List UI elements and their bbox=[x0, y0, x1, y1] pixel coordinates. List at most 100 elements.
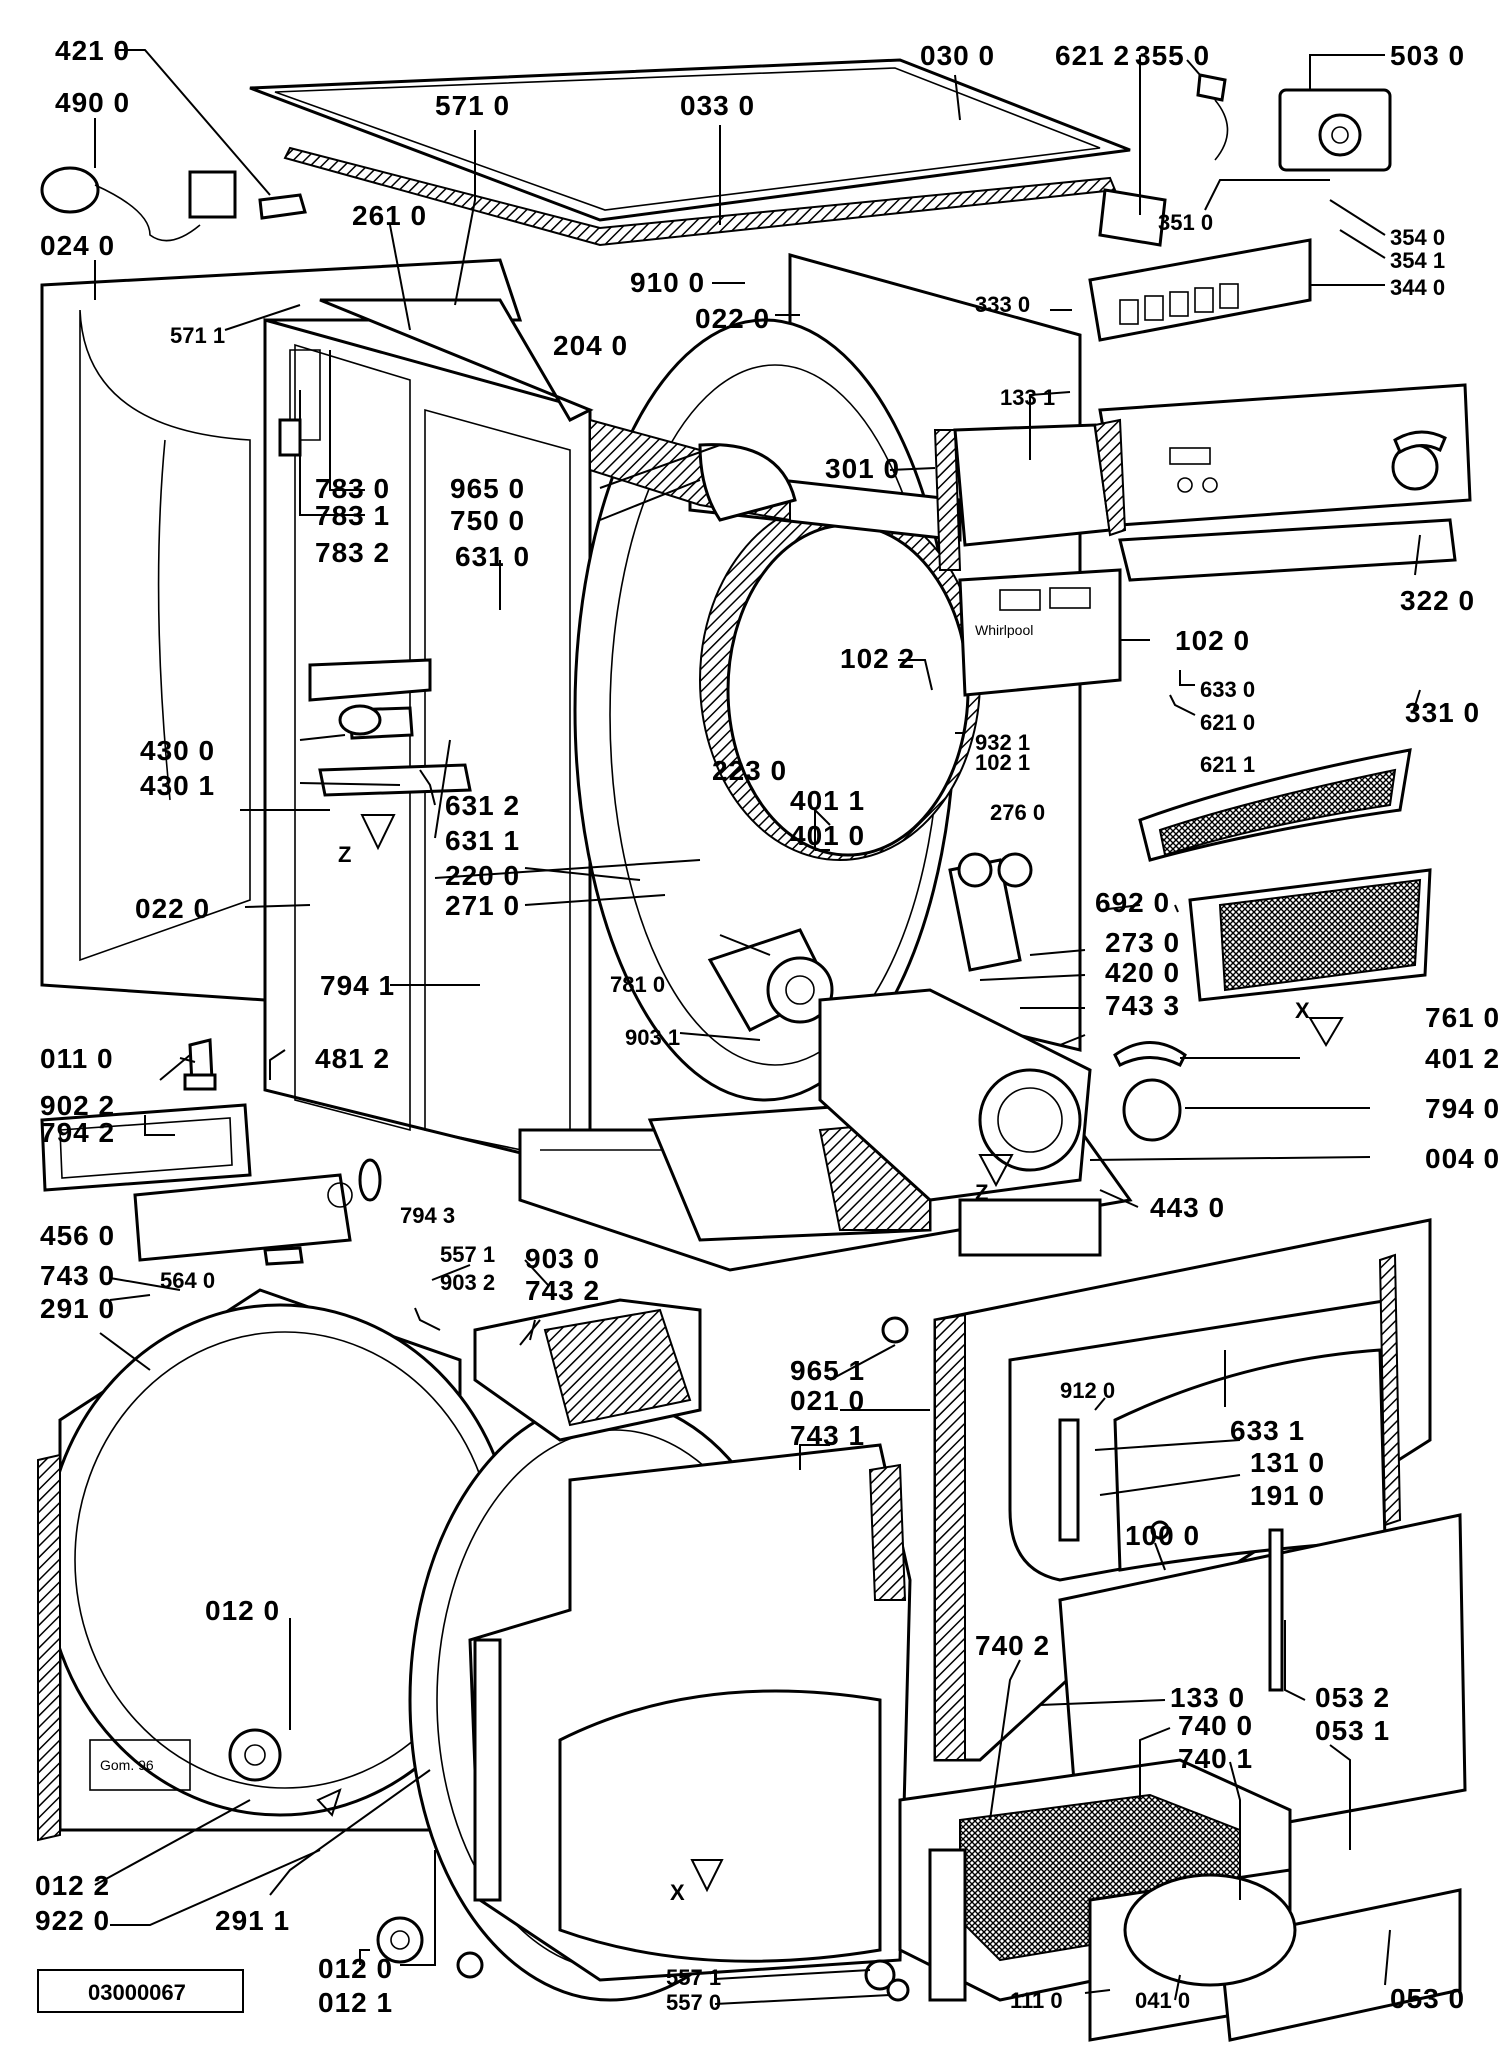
callout-131: 131 0 bbox=[1250, 1447, 1325, 1478]
document-code: 03000067 bbox=[88, 1980, 186, 2005]
callout-783b: 783 1 bbox=[315, 500, 390, 531]
callout-903a: 903 1 bbox=[625, 1025, 680, 1050]
callout-761: 761 0 bbox=[1425, 1002, 1500, 1033]
callout-011: 011 0 bbox=[40, 1043, 114, 1074]
callout-354b: 354 1 bbox=[1390, 248, 1445, 273]
callout-922: 922 0 bbox=[35, 1905, 110, 1936]
callout-621c: 621 1 bbox=[1200, 752, 1255, 777]
callout-102c: 102 1 bbox=[975, 750, 1030, 775]
callout-743c: 743 0 bbox=[40, 1260, 115, 1291]
callout-490: 490 0 bbox=[55, 87, 130, 118]
callout-333: 333 0 bbox=[975, 292, 1030, 317]
callout-783a: 783 0 bbox=[315, 473, 390, 504]
direction-markers: Z Z X X bbox=[316, 814, 1344, 1905]
callout-354a: 354 0 bbox=[1390, 225, 1445, 250]
condenser-drawer bbox=[898, 1758, 1462, 2042]
callout-401a: 401 1 bbox=[790, 785, 865, 816]
callout-420: 420 0 bbox=[1105, 957, 1180, 988]
callout-261: 261 0 bbox=[352, 200, 427, 231]
callout-794a: 794 1 bbox=[320, 970, 395, 1001]
electronics-bracket bbox=[1088, 188, 1312, 342]
callout-033: 033 0 bbox=[680, 90, 755, 121]
callout-692: 692 0 bbox=[1095, 887, 1170, 918]
callout-633b: 633 1 bbox=[1230, 1415, 1305, 1446]
callout-331: 331 0 bbox=[1405, 697, 1480, 728]
callout-012d: 012 1 bbox=[318, 1987, 393, 2018]
marker-x-1: X bbox=[1295, 998, 1310, 1023]
plate-text: Gom. 96 bbox=[100, 1757, 154, 1773]
callout-291a: 291 0 bbox=[40, 1293, 115, 1324]
callout-401b: 401 0 bbox=[790, 820, 865, 851]
front-panel bbox=[933, 1218, 1432, 1762]
callout-571a: 571 0 bbox=[435, 90, 510, 121]
callout-743d: 743 1 bbox=[790, 1420, 865, 1451]
callout-053c: 053 0 bbox=[1390, 1983, 1465, 2014]
callout-564: 564 0 bbox=[160, 1268, 215, 1293]
rear-bulkhead bbox=[408, 1398, 912, 2002]
callout-012b: 012 2 bbox=[35, 1870, 110, 1901]
callout-401c: 401 2 bbox=[1425, 1043, 1500, 1074]
callout-781: 781 0 bbox=[610, 972, 665, 997]
callout-740c: 740 1 bbox=[1178, 1743, 1253, 1774]
callout-022a: 022 0 bbox=[695, 303, 770, 334]
callout-743a: 743 3 bbox=[1105, 990, 1180, 1021]
callout-631b: 631 2 bbox=[445, 790, 520, 821]
power-cord bbox=[40, 166, 307, 242]
callout-344: 344 0 bbox=[1390, 275, 1445, 300]
callout-276: 276 0 bbox=[990, 800, 1045, 825]
callout-965a: 965 0 bbox=[450, 473, 525, 504]
callout-456: 456 0 bbox=[40, 1220, 115, 1251]
callout-621a: 621 2 bbox=[1055, 40, 1130, 71]
callout-743b: 743 2 bbox=[525, 1275, 600, 1306]
callout-740a: 740 2 bbox=[975, 1630, 1050, 1661]
brand-mark: Whirlpool bbox=[975, 622, 1033, 638]
callout-557a: 557 1 bbox=[440, 1242, 495, 1267]
motor bbox=[707, 928, 834, 1032]
callout-102b: 102 2 bbox=[840, 643, 915, 674]
callout-271: 271 0 bbox=[445, 890, 520, 921]
callout-557b: 557 1 bbox=[666, 1965, 721, 1990]
callout-903b: 903 2 bbox=[440, 1270, 495, 1295]
marker-z-2: Z bbox=[975, 1180, 988, 1205]
callout-204: 204 0 bbox=[553, 330, 628, 361]
callout-932: 932 1 bbox=[975, 730, 1030, 755]
callout-430a: 430 0 bbox=[140, 735, 215, 766]
control-panel: Whirlpool bbox=[933, 383, 1472, 697]
callout-912: 912 0 bbox=[1060, 1378, 1115, 1403]
document-code-box: 03000067 bbox=[37, 1969, 244, 2013]
callout-443: 443 0 bbox=[1150, 1192, 1225, 1223]
callout-223: 223 0 bbox=[712, 755, 787, 786]
callout-191: 191 0 bbox=[1250, 1480, 1325, 1511]
callout-903c: 903 0 bbox=[525, 1243, 600, 1274]
left-components bbox=[278, 349, 472, 797]
callout-750: 750 0 bbox=[450, 505, 525, 536]
callout-902: 902 2 bbox=[40, 1090, 115, 1121]
callout-355: 355 0 bbox=[1135, 40, 1210, 71]
callout-133b: 133 0 bbox=[1170, 1682, 1245, 1713]
callout-503: 503 0 bbox=[1390, 40, 1465, 71]
callout-910: 910 0 bbox=[630, 267, 705, 298]
callout-004: 004 0 bbox=[1425, 1143, 1500, 1174]
timer-unit bbox=[1196, 73, 1392, 172]
callout-571b: 571 1 bbox=[170, 323, 225, 348]
callout-012c: 012 0 bbox=[318, 1953, 393, 1984]
fan-housing bbox=[818, 988, 1092, 1202]
drum bbox=[573, 318, 981, 1102]
callout-794b: 794 2 bbox=[40, 1117, 115, 1148]
callout-430b: 430 1 bbox=[140, 770, 215, 801]
callout-291b: 291 1 bbox=[215, 1905, 290, 1936]
callout-794c: 794 0 bbox=[1425, 1093, 1500, 1124]
callout-024: 024 0 bbox=[40, 230, 115, 261]
callout-102a: 102 0 bbox=[1175, 625, 1250, 656]
callout-021: 021 0 bbox=[790, 1385, 865, 1416]
callout-053b: 053 1 bbox=[1315, 1715, 1390, 1746]
lint-filter bbox=[1138, 748, 1432, 1002]
callout-133a: 133 1 bbox=[1000, 385, 1055, 410]
top-cover bbox=[249, 58, 1131, 247]
callout-633a: 633 0 bbox=[1200, 677, 1255, 702]
callout-621b: 621 0 bbox=[1200, 710, 1255, 735]
callout-301: 301 0 bbox=[825, 453, 900, 484]
